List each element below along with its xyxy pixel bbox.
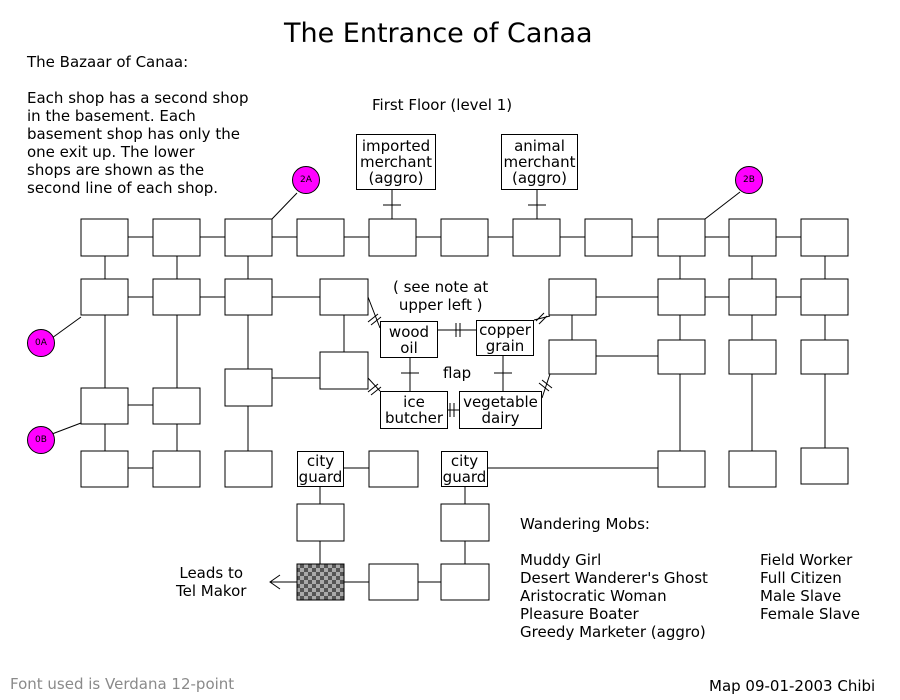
shop-imported-merchant[interactable]: imported merchant (aggro): [356, 134, 436, 190]
note-body: Each shop has a second shop in the basem…: [27, 89, 249, 197]
shop-animal-merchant[interactable]: animal merchant (aggro): [501, 134, 578, 190]
note-heading: The Bazaar of Canaa:: [27, 53, 189, 71]
empty-rooms: [80, 218, 849, 601]
mob-item: Male Slave: [760, 587, 842, 605]
mob-item: Desert Wanderer's Ghost: [520, 569, 708, 587]
mob-item: Pleasure Boater: [520, 605, 639, 623]
shop-wood-oil[interactable]: wood oil: [380, 321, 438, 358]
see-note-label: ( see note at upper left ): [393, 278, 489, 314]
shop-copper-grain[interactable]: copper grain: [476, 320, 534, 356]
floor-label: First Floor (level 1): [372, 96, 513, 114]
marker-2a[interactable]: 2A: [292, 166, 320, 194]
map-credit: Map 09-01-2003 Chibi: [709, 677, 876, 695]
exit-label: Leads to Tel Makor: [176, 564, 247, 600]
mob-item: Field Worker: [760, 551, 853, 569]
door-ticks: [367, 204, 553, 417]
mob-item: Greedy Marketer (aggro): [520, 623, 706, 641]
mob-item: Female Slave: [760, 605, 860, 623]
font-note: Font used is Verdana 12-point: [10, 675, 235, 693]
city-guard-left[interactable]: city guard: [297, 451, 344, 487]
page-title: The Entrance of Canaa: [284, 18, 593, 49]
city-guard-right[interactable]: city guard: [441, 451, 488, 487]
mob-item: Full Citizen: [760, 569, 842, 587]
flap-label: flap: [443, 364, 472, 382]
shop-vegetable-dairy[interactable]: vegetable dairy: [459, 391, 542, 429]
mob-item: Muddy Girl: [520, 551, 602, 569]
exit-room: [296, 563, 345, 601]
marker-0a[interactable]: 0A: [27, 329, 55, 357]
mob-item: Aristocratic Woman: [520, 587, 667, 605]
shop-ice-butcher[interactable]: ice butcher: [380, 391, 448, 429]
marker-0b[interactable]: 0B: [27, 426, 55, 454]
exit-arrow-icon: [269, 574, 297, 590]
mobs-heading: Wandering Mobs:: [520, 515, 650, 533]
marker-2b[interactable]: 2B: [735, 166, 763, 194]
